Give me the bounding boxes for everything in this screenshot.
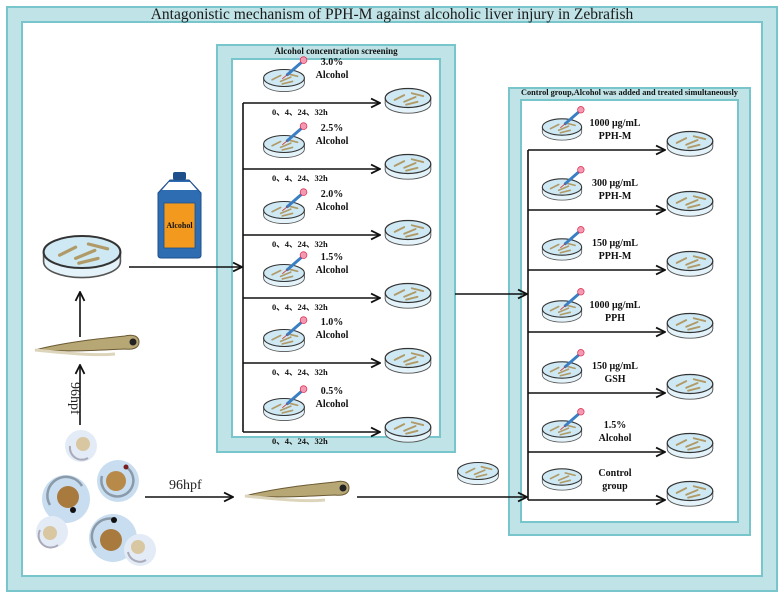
screening-row-timepoints: 0、4、24、32h <box>272 107 328 117</box>
result-dish-icon <box>666 432 714 460</box>
result-dish-icon <box>666 312 714 340</box>
petri-dish-icon <box>541 225 586 261</box>
petri-dish-icon <box>262 55 309 93</box>
petri-dish-icon <box>541 348 586 384</box>
screening-row-agent: Alcohol <box>315 202 349 213</box>
result-dish-icon <box>666 190 714 218</box>
screening-row-timepoints: 0、4、24、32h <box>272 173 328 183</box>
petri-dish-icon <box>541 165 586 201</box>
treatment-box-title: Control group,Alcohol was added and trea… <box>521 88 738 97</box>
screening-row-timepoints: 0、4、24、32h <box>272 239 328 249</box>
screening-row-timepoints: 0、4、24、32h <box>272 302 328 312</box>
screening-row-concentration: 0.5% <box>320 386 344 397</box>
treatment-row-dose: 150 μg/mL <box>592 238 638 249</box>
treatment-row-agent: PPH-M <box>598 131 632 142</box>
treatment-row-dose: 1000 μg/mL <box>589 300 641 311</box>
screening-row-timepoints: 0、4、24、32h <box>272 367 328 377</box>
petri-dish-icon <box>541 407 586 443</box>
petri-dish-larvae <box>41 234 123 280</box>
petri-dish-icon <box>262 384 309 422</box>
result-dish-icon <box>666 250 714 278</box>
screening-row-concentration: 2.5% <box>320 123 344 134</box>
petri-dish-icon <box>262 121 309 159</box>
bottle-label: Alcohol <box>166 221 193 230</box>
screening-box-title: Alcohol concentration screening <box>274 46 398 56</box>
result-dish-icon <box>384 87 432 115</box>
screening-row-agent: Alcohol <box>315 330 349 341</box>
result-dish-icon <box>384 282 432 310</box>
figure-title: Antagonistic mechanism of PPH-M against … <box>150 6 634 23</box>
result-dish-icon <box>666 130 714 158</box>
treatment-row-agent: group <box>602 481 628 492</box>
treatment-row-dose: 1.5% <box>603 420 627 431</box>
screening-row-agent: Alcohol <box>315 70 349 81</box>
screening-row-agent: Alcohol <box>315 265 349 276</box>
screening-box-content <box>231 58 441 438</box>
result-dish-icon <box>384 153 432 181</box>
petri-dish-icon <box>541 467 583 491</box>
screening-row-agent: Alcohol <box>315 136 349 147</box>
screening-row-concentration: 3.0% <box>320 57 344 68</box>
treatment-row-agent: PPH-M <box>598 251 632 262</box>
screening-row-timepoints: 0、4、24、32h <box>272 436 328 446</box>
result-dish-icon <box>384 347 432 375</box>
treatment-row-agent: PPH-M <box>598 191 632 202</box>
treatment-row-dose: 150 μg/mL <box>592 361 638 372</box>
result-dish-icon <box>384 416 432 444</box>
alcohol-bottle-icon <box>157 172 202 259</box>
screening-row-concentration: 1.0% <box>320 317 344 328</box>
petri-dish-icon <box>541 287 586 323</box>
petri-dish-icon <box>541 105 586 141</box>
petri-dish-larvae <box>456 461 500 486</box>
petri-dish-icon <box>262 187 309 225</box>
result-dish-icon <box>384 219 432 247</box>
screening-row-agent: Alcohol <box>315 399 349 410</box>
result-dish-icon <box>666 480 714 508</box>
treatment-row-dose: Control <box>598 468 632 479</box>
screening-row-concentration: 1.5% <box>320 252 344 263</box>
treatment-row-agent: PPH <box>605 313 625 324</box>
zebrafish-embryos-icon <box>36 430 156 566</box>
treatment-row-agent: GSH <box>604 374 626 385</box>
screening-row-concentration: 2.0% <box>320 189 344 200</box>
zebrafish-larva-icon <box>34 334 140 357</box>
petri-dish-icon <box>262 250 309 288</box>
treatment-row-dose: 300 μg/mL <box>592 178 638 189</box>
stage-label-horizontal: 96hpf <box>169 478 202 493</box>
stage-label-vertical: 96hpf <box>67 382 82 415</box>
treatment-row-dose: 1000 μg/mL <box>589 118 641 129</box>
result-dish-icon <box>666 373 714 401</box>
petri-dish-icon <box>262 315 309 353</box>
zebrafish-larva-icon <box>244 480 350 503</box>
treatment-row-agent: Alcohol <box>598 433 632 444</box>
